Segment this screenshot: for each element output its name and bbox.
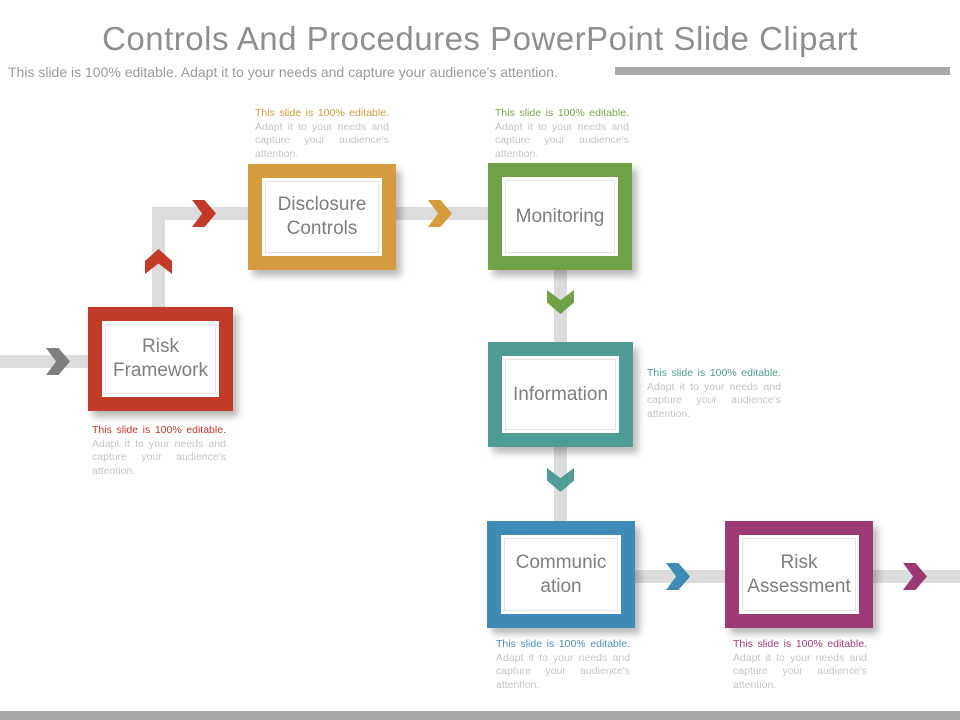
caption-accent: This slide is 100% editable.	[496, 638, 630, 650]
caption-monitoring: This slide is 100% editable. Adapt it to…	[495, 107, 629, 162]
box-frame: Communic ation	[501, 535, 621, 614]
node-box-disclosure-controls: Disclosure Controls	[248, 164, 396, 270]
caption-accent: This slide is 100% editable.	[255, 107, 389, 119]
caption-communication: This slide is 100% editable. Adapt it to…	[496, 638, 630, 693]
caption-rest: Adapt it to your needs and capture your …	[733, 651, 867, 691]
box-frame: Monitoring	[502, 177, 618, 256]
box-frame: Risk Framework	[102, 321, 219, 397]
box-label: Communic ation	[515, 551, 607, 597]
caption-disclosure-controls: This slide is 100% editable. Adapt it to…	[255, 107, 389, 162]
caption-risk-assessment: This slide is 100% editable. Adapt it to…	[733, 638, 867, 693]
caption-accent: This slide is 100% editable.	[647, 367, 781, 379]
caption-risk-framework: This slide is 100% editable. Adapt it to…	[92, 424, 226, 479]
caption-rest: Adapt it to your needs and capture your …	[92, 437, 226, 477]
node-box-communication: Communic ation	[487, 521, 635, 628]
node-box-risk-assessment: Risk Assessment	[725, 521, 873, 628]
caption-rest: Adapt it to your needs and capture your …	[496, 651, 630, 691]
slide-title: Controls And Procedures PowerPoint Slide…	[102, 20, 858, 57]
footer-bar	[0, 711, 960, 720]
box-label: Disclosure Controls	[277, 194, 367, 239]
caption-accent: This slide is 100% editable.	[733, 638, 867, 650]
header-accent-bar	[615, 67, 950, 75]
box-frame: Information	[502, 356, 619, 433]
caption-accent: This slide is 100% editable.	[495, 107, 629, 119]
caption-rest: Adapt it to your needs and capture your …	[495, 120, 629, 160]
box-frame: Risk Assessment	[739, 535, 859, 614]
caption-rest: Adapt it to your needs and capture your …	[255, 120, 389, 160]
caption-rest: Adapt it to your needs and capture your …	[647, 380, 781, 420]
node-box-risk-framework: Risk Framework	[88, 307, 233, 411]
box-label: Information	[512, 383, 609, 405]
node-box-monitoring: Monitoring	[488, 163, 632, 270]
node-box-information: Information	[488, 342, 633, 447]
box-label: Risk Assessment	[747, 551, 851, 597]
caption-information: This slide is 100% editable. Adapt it to…	[647, 367, 781, 422]
slide-subtitle: This slide is 100% editable. Adapt it to…	[8, 64, 558, 80]
box-label: Risk Framework	[112, 336, 208, 381]
connector-entry-line	[0, 355, 88, 368]
box-label: Monitoring	[515, 205, 605, 227]
connector-riskframework-disclosure-line	[152, 207, 248, 220]
box-frame: Disclosure Controls	[262, 178, 382, 256]
caption-accent: This slide is 100% editable.	[92, 424, 226, 436]
